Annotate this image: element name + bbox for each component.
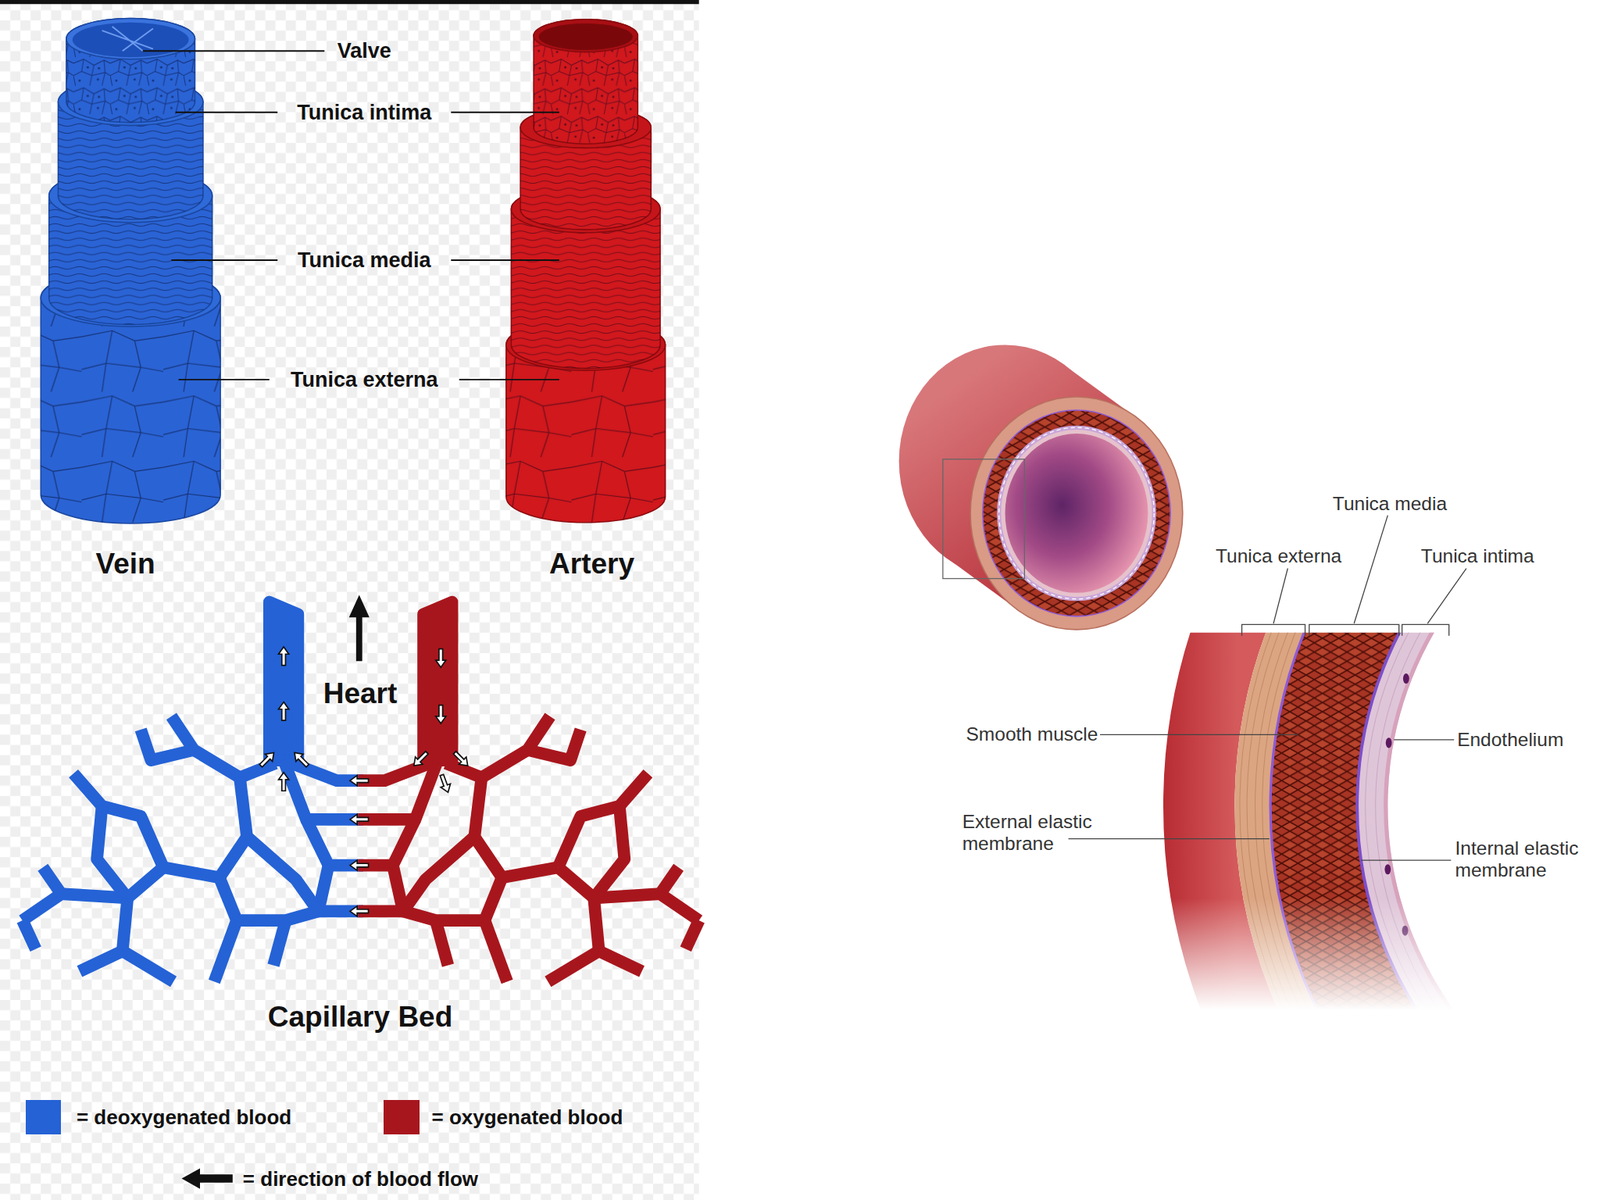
artery-opening bbox=[533, 19, 638, 53]
part-label: External elastic membrane bbox=[962, 810, 1123, 855]
leader-line bbox=[1068, 515, 1467, 861]
vessel-name: Vein bbox=[96, 547, 156, 581]
heart-label: Heart bbox=[323, 677, 398, 711]
nucleus bbox=[1385, 737, 1393, 748]
flow-arrow bbox=[350, 906, 369, 917]
part-label: Valve bbox=[337, 39, 392, 64]
flow-arrow bbox=[257, 749, 278, 770]
vein-lumen bbox=[72, 22, 190, 58]
part-label: Internal elastic membrane bbox=[1455, 837, 1600, 882]
flow-arrow bbox=[435, 705, 447, 725]
flow-arrow bbox=[290, 749, 311, 770]
part-label: Endothelium bbox=[1457, 728, 1564, 751]
nucleus bbox=[1403, 673, 1410, 684]
checker-background bbox=[0, 3, 700, 1200]
arterial-network bbox=[357, 602, 699, 983]
artery-cylinder bbox=[506, 19, 666, 523]
legend-text: = oxygenated blood bbox=[431, 1105, 623, 1130]
legend-swatch bbox=[383, 1100, 420, 1135]
vein-opening bbox=[66, 18, 196, 60]
flow-arrow bbox=[278, 772, 290, 792]
venous-network bbox=[22, 602, 364, 983]
part-label: Tunica externa bbox=[290, 367, 439, 392]
legend-swatch bbox=[25, 1100, 62, 1135]
flow-arrow bbox=[278, 646, 290, 666]
layer-label: Tunica media bbox=[1332, 492, 1447, 515]
tube-media bbox=[982, 410, 1171, 617]
legend-text: = deoxygenated blood bbox=[76, 1105, 292, 1130]
vein-cylinder bbox=[40, 18, 221, 525]
artery-texture bbox=[533, 19, 638, 144]
part-label: Tunica media bbox=[297, 248, 432, 273]
layer-label: Tunica externa bbox=[1215, 545, 1342, 568]
tube-elastic bbox=[996, 425, 1157, 602]
zoom-box bbox=[942, 459, 1025, 579]
layer-bracket bbox=[1242, 624, 1450, 636]
legend-text: = direction of blood flow bbox=[242, 1166, 479, 1191]
layer-label: Tunica intima bbox=[1421, 545, 1535, 568]
artery-lumen bbox=[539, 23, 633, 50]
vein-texture bbox=[66, 18, 196, 123]
tube-intima bbox=[1000, 429, 1152, 597]
leader-line bbox=[142, 50, 560, 380]
fade-overlay bbox=[1122, 897, 1490, 1011]
legend-arrow bbox=[181, 1168, 233, 1190]
flow-arrow bbox=[278, 702, 290, 722]
bed-label: Capillary Bed bbox=[267, 1000, 453, 1034]
tube-externa bbox=[970, 396, 1183, 630]
flow-arrow bbox=[435, 649, 447, 668]
flow-arrow bbox=[350, 775, 369, 786]
part-label: Tunica intima bbox=[296, 100, 432, 125]
valve-symbol bbox=[102, 26, 154, 51]
artery-tube bbox=[899, 344, 1183, 629]
part-label: Smooth muscle bbox=[966, 723, 1099, 746]
flow-arrow bbox=[436, 773, 453, 795]
heart-arrow bbox=[349, 594, 370, 661]
top-bar bbox=[0, 0, 700, 4]
nucleus bbox=[1384, 864, 1391, 875]
vein-intima bbox=[66, 18, 196, 123]
tube-lumen bbox=[1005, 433, 1149, 593]
tube-dashed-ring bbox=[999, 427, 1155, 599]
vessel-name: Artery bbox=[549, 547, 635, 581]
flow-arrows bbox=[257, 646, 472, 917]
flow-arrow bbox=[410, 749, 431, 770]
flow-arrow bbox=[350, 860, 369, 871]
artery-intima bbox=[533, 19, 638, 144]
flow-arrow bbox=[450, 749, 472, 770]
flow-arrow bbox=[350, 814, 369, 825]
